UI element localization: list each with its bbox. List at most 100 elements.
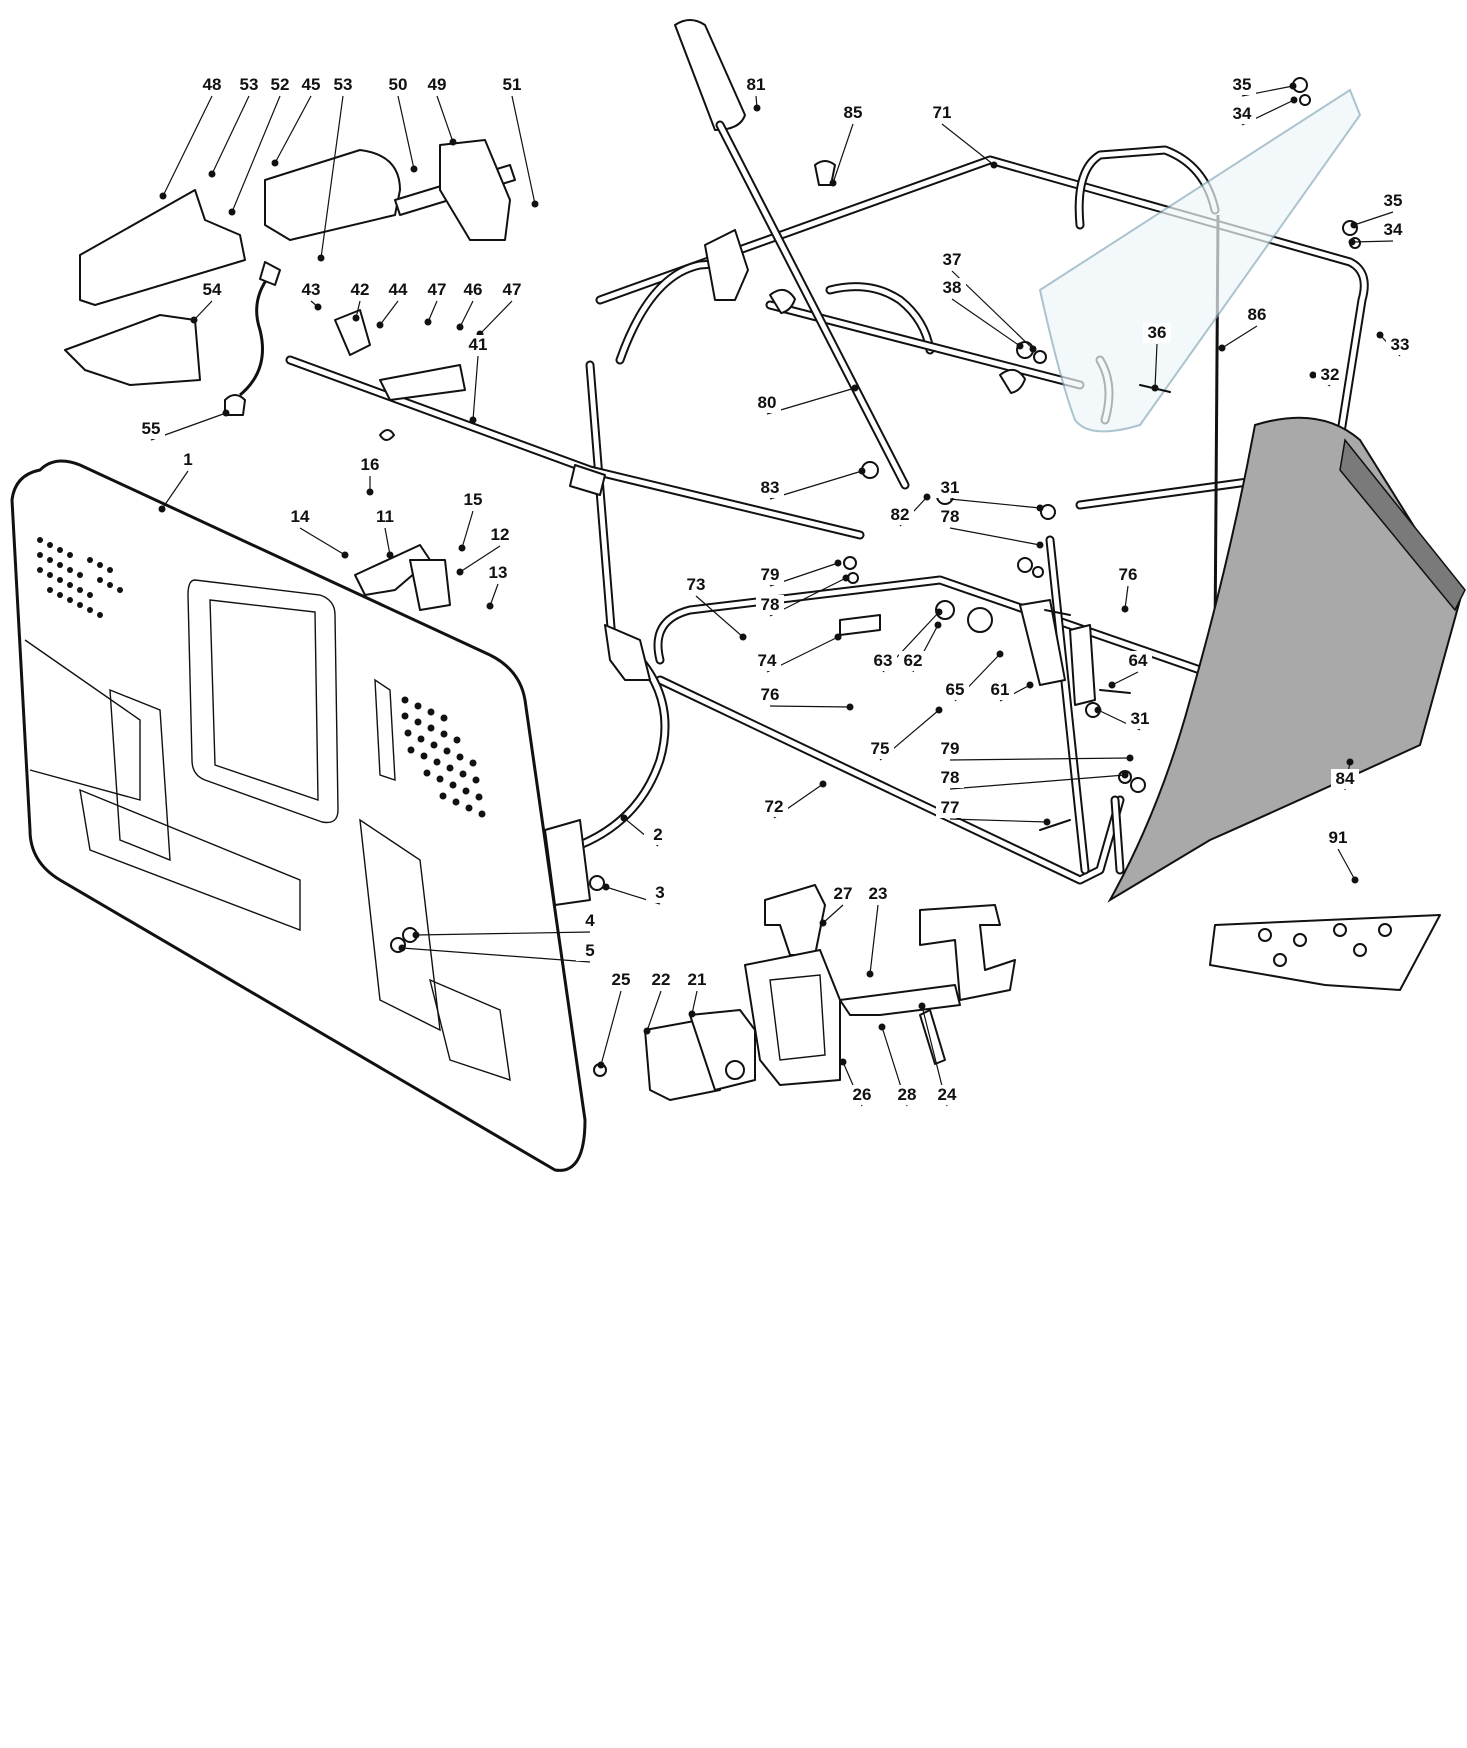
leader-dot	[1309, 371, 1317, 379]
leader-dot	[842, 574, 850, 582]
leader-line	[459, 300, 474, 328]
parts-drawing	[10, 19, 1466, 1172]
leader-dot	[753, 104, 761, 112]
part-number-label: 76	[761, 685, 780, 704]
leader-line	[299, 527, 346, 556]
leader-line	[397, 95, 415, 170]
callout-c43: 43	[297, 280, 325, 311]
arm-2	[544, 624, 670, 906]
leader-dot	[935, 608, 943, 616]
part-number-label: 33	[1391, 335, 1410, 354]
callout-c12: 12	[456, 525, 514, 576]
label-background	[286, 507, 314, 527]
callout-c71: 71	[928, 103, 998, 169]
leader-dot	[819, 919, 827, 927]
leader-dot	[1036, 504, 1044, 512]
callout-c62: 62	[899, 621, 942, 673]
vent-holes-left	[37, 537, 123, 618]
callout-c54: 54	[190, 280, 226, 324]
leader-line	[769, 470, 863, 500]
part-number-label: 71	[933, 103, 952, 122]
leader-line	[691, 990, 698, 1015]
part-number-label: 16	[361, 455, 380, 474]
part-number-label: 79	[941, 739, 960, 758]
leader-line	[949, 757, 1131, 761]
callout-c15: 15	[458, 490, 487, 552]
leader-dot	[271, 159, 279, 167]
leader-line	[511, 95, 536, 205]
part-number-label: 35	[1233, 75, 1252, 94]
leader-line	[1353, 211, 1394, 226]
callout-c64: 64	[1108, 651, 1152, 689]
part-number-label: 82	[891, 505, 910, 524]
part-number-label: 46	[464, 280, 483, 299]
part-number-label: 23	[869, 884, 888, 903]
label-background	[756, 565, 784, 585]
part-number-label: 85	[844, 103, 863, 122]
callout-c85: 85	[829, 103, 867, 187]
leader-dot	[739, 633, 747, 641]
callout-c13: 13	[484, 563, 512, 610]
part-number-label: 41	[469, 335, 488, 354]
label-background	[174, 450, 202, 470]
part-number-label: 77	[941, 798, 960, 817]
callout-c82: 82	[886, 493, 931, 527]
label-background	[760, 797, 788, 817]
callout-c78a: 78	[936, 507, 1044, 549]
part-number-label: 34	[1233, 104, 1252, 123]
leader-dot	[834, 633, 842, 641]
leader-dot	[1036, 541, 1044, 549]
callout-c31b: 31	[1094, 706, 1154, 731]
part-number-label: 53	[334, 75, 353, 94]
leader-line	[489, 583, 499, 607]
callout-c86: 86	[1218, 305, 1271, 352]
leader-dot	[1121, 771, 1129, 779]
part-number-label: 74	[758, 651, 777, 670]
callout-c4: 4	[412, 911, 604, 939]
part-number-label: 80	[758, 393, 777, 412]
label-background	[1124, 651, 1152, 671]
callout-c63: 63	[869, 608, 943, 673]
part-number-label: 75	[871, 739, 890, 758]
leader-dot	[352, 314, 360, 322]
arm-tube	[615, 257, 1114, 425]
part-number-label: 26	[853, 1085, 872, 1104]
leader-line	[600, 990, 622, 1066]
label-background	[682, 575, 710, 595]
part-number-label: 44	[389, 280, 408, 299]
callout-c73: 73	[682, 575, 747, 641]
leader-line	[941, 123, 995, 166]
leader-dot	[366, 488, 374, 496]
leader-dot	[996, 650, 1004, 658]
callout-c1: 1	[158, 450, 202, 513]
callout-c49: 49	[423, 75, 457, 146]
callout-c77: 77	[936, 798, 1051, 826]
leader-line	[766, 387, 856, 415]
part-number-label: 38	[943, 278, 962, 297]
part-number-label: 47	[428, 280, 447, 299]
label-background	[1143, 323, 1171, 343]
part-number-label: 5	[585, 941, 594, 960]
part-number-label: 13	[489, 563, 508, 582]
leader-line	[1124, 585, 1129, 610]
leader-dot	[1290, 96, 1298, 104]
callout-c21: 21	[683, 970, 711, 1018]
label-background	[498, 75, 526, 95]
part-number-label: 43	[302, 280, 321, 299]
leader-dot	[934, 621, 942, 629]
callout-c24: 24	[918, 1002, 961, 1107]
label-background	[1316, 365, 1344, 385]
clear-cover	[1038, 88, 1362, 433]
leader-dot	[1094, 706, 1102, 714]
part-number-label: 49	[428, 75, 447, 94]
part-number-label: 45	[302, 75, 321, 94]
leader-dot	[398, 944, 406, 952]
callout-c28: 28	[878, 1023, 921, 1107]
leader-line	[193, 300, 213, 321]
label-background	[423, 75, 451, 95]
leader-line	[461, 510, 474, 549]
leader-dot	[317, 254, 325, 262]
leader-line	[320, 95, 344, 259]
leader-line	[472, 355, 479, 421]
